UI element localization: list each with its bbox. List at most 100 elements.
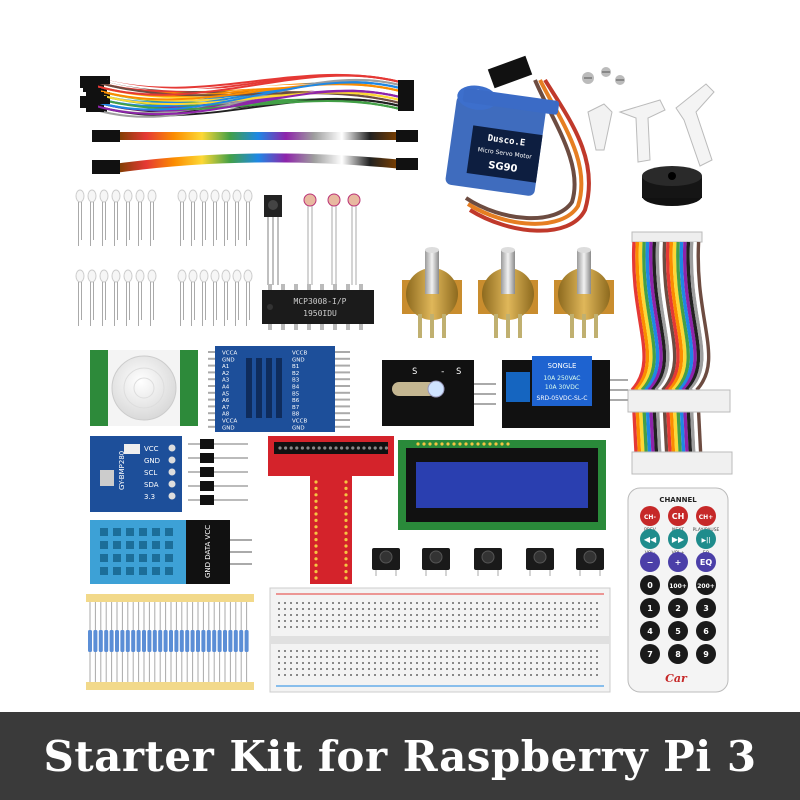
remote-key-label: ◀◀ [644,535,657,544]
ribbon-wire [637,241,653,392]
cobbler-pin [356,446,360,450]
breadboard-hole [296,674,298,676]
breadboard-hole [386,620,388,622]
remote-key [696,575,716,595]
breadboard-hole [380,608,382,610]
breadboard-hole [518,614,520,616]
ribbon-wire [652,411,659,453]
remote-key-label: ▶▶ [672,535,685,544]
breadboard-hole [338,662,340,664]
breadboard-hole [374,668,376,670]
dht-vent [100,528,108,536]
ribbon-wire [644,241,660,392]
breadboard-hole [392,662,394,664]
breadboard-hole [410,656,412,658]
breadboard-hole [482,656,484,658]
bmp-pin-hole [168,456,176,464]
breadboard-hole [458,650,460,652]
breadboard-hole [500,608,502,610]
resistor [206,630,211,652]
photoresistors [303,193,361,285]
shifter-right-label: B3 [292,378,300,384]
breadboard-hole [356,608,358,610]
breadboard-hole [422,656,424,658]
breadboard-hole [398,668,400,670]
cobbler-hole [344,518,348,523]
breadboard-hole [380,620,382,622]
cobbler-pin [379,446,383,450]
breadboard-hole [464,674,466,676]
breadboard-hole [494,668,496,670]
breadboard-hole [572,614,574,616]
relay-spec-1: 10A 250VAC [543,375,580,382]
breadboard-hole [344,620,346,622]
breadboard-hole [362,614,364,616]
cobbler-hole [344,557,348,561]
led [111,189,121,203]
ribbon-wire [673,411,679,453]
breadboard-hole [356,668,358,670]
breadboard-hole [356,662,358,664]
breadboard-hole [410,674,412,676]
servo-motor: Dusco.E Micro Servo Motor SG90 [445,55,591,233]
breadboard-hole [572,602,574,604]
lcd-pin [464,442,468,446]
header-pin [200,481,214,491]
breadboard-hole [308,626,310,628]
remote-key-label: 2 [675,604,681,613]
ribbon-wire [686,411,693,453]
breadboard-hole [320,662,322,664]
breadboard-hole [422,674,424,676]
breadboard-hole [500,620,502,622]
dht-vent [126,567,134,575]
breadboard-hole [308,602,310,604]
breadboard-hole [476,614,478,616]
breadboard-hole [524,626,526,628]
breadboard-hole [422,626,424,628]
breadboard-hole [278,608,280,610]
resistor [228,630,233,652]
breadboard-hole [548,620,550,622]
ribbon-wire [634,241,650,392]
breadboard-hole [548,608,550,610]
breadboard-hole [458,602,460,604]
ribbon-wire [651,241,667,392]
cobbler-hole [314,525,318,529]
breadboard-hole [584,674,586,676]
breadboard-hole [422,608,424,610]
cobbler-hole [344,506,348,510]
breadboard-hole [290,668,292,670]
ribbon-jumper-cable-2 [92,153,418,174]
remote-key [696,529,716,549]
breadboard-hole [374,650,376,652]
breadboard-hole [320,674,322,676]
cobbler-hole [314,557,318,561]
breadboard-hole [482,668,484,670]
breadboard-hole [332,674,334,676]
remote-key-label: 5 [675,627,681,636]
breadboard-hole [572,650,574,652]
resistor [109,630,114,652]
breadboard-hole [530,674,532,676]
breadboard-hole [320,614,322,616]
breadboard-hole [452,662,454,664]
breadboard-hole [524,656,526,658]
breadboard-hole [458,662,460,664]
breadboard-hole [398,602,400,604]
chip-pin [346,284,350,292]
breadboard-hole [494,626,496,628]
breadboard-hole [554,608,556,610]
breadboard-hole [470,668,472,670]
breadboard-hole [416,668,418,670]
breadboard-hole [494,656,496,658]
adc-chip: MCP3008-I/P 1950IDU [262,284,374,330]
breadboard-hole [518,662,520,664]
shifter-right-label: VCCB [292,419,307,425]
pot-shaft-top [577,247,591,253]
breadboard-hole [560,656,562,658]
breadboard-hole [506,662,508,664]
breadboard-hole [308,674,310,676]
ribbon-wire [656,411,662,453]
remote-key [640,644,660,664]
breadboard-hole [554,614,556,616]
